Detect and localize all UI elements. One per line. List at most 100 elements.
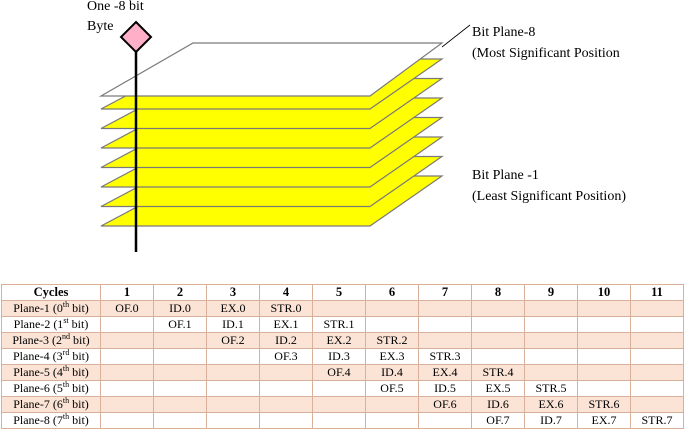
table-cell bbox=[630, 300, 684, 317]
table-cell bbox=[418, 300, 472, 317]
table-cell: OF.3 bbox=[259, 348, 313, 365]
table-cell bbox=[100, 316, 154, 333]
lsb-label-line2: (Least Significant Position) bbox=[472, 189, 626, 204]
table-cell bbox=[312, 300, 366, 317]
table-cell: EX.0 bbox=[206, 300, 260, 317]
table-cell bbox=[100, 380, 154, 397]
plane-row-label: Plane-3 (2nd bit) bbox=[1, 332, 101, 349]
table-cell bbox=[577, 300, 631, 317]
table-cell bbox=[524, 316, 578, 333]
table-cell bbox=[100, 396, 154, 413]
table-cell bbox=[206, 412, 260, 429]
table-cell: EX.2 bbox=[312, 332, 366, 349]
table-cell bbox=[471, 316, 525, 333]
cycle-header-9: 9 bbox=[524, 284, 578, 301]
table-cell: STR.2 bbox=[365, 332, 419, 349]
byte-label-line1: One -8 bit bbox=[87, 0, 144, 14]
cycle-header-1: 1 bbox=[100, 284, 154, 301]
table-cell: OF.4 bbox=[312, 364, 366, 381]
table-cell bbox=[524, 332, 578, 349]
table-cell bbox=[630, 380, 684, 397]
table-cell bbox=[259, 412, 313, 429]
table-cell bbox=[524, 364, 578, 381]
table-cell bbox=[259, 380, 313, 397]
plane-row-label: Plane-1 (0th bit) bbox=[1, 300, 101, 317]
table-cell: EX.3 bbox=[365, 348, 419, 365]
table-cell bbox=[153, 332, 207, 349]
cycles-header: Cycles bbox=[1, 284, 101, 301]
table-cell bbox=[577, 364, 631, 381]
plane-row-label: Plane-4 (3rd bit) bbox=[1, 348, 101, 365]
table-cell bbox=[206, 348, 260, 365]
table-cell bbox=[630, 332, 684, 349]
table-cell: OF.5 bbox=[365, 380, 419, 397]
cycle-header-10: 10 bbox=[577, 284, 631, 301]
cycle-header-8: 8 bbox=[471, 284, 525, 301]
table-cell: ID.0 bbox=[153, 300, 207, 317]
bit-plane-stack-diagram bbox=[98, 20, 471, 252]
cycle-header-2: 2 bbox=[153, 284, 207, 301]
table-cell bbox=[259, 364, 313, 381]
table-cell bbox=[418, 412, 472, 429]
table-cell: ID.6 bbox=[471, 396, 525, 413]
table-cell: STR.5 bbox=[524, 380, 578, 397]
cycle-header-7: 7 bbox=[418, 284, 472, 301]
table-cell bbox=[153, 412, 207, 429]
table-cell bbox=[259, 396, 313, 413]
plane-row-label: Plane-2 (1st bit) bbox=[1, 316, 101, 333]
byte-label-line2: Byte bbox=[87, 19, 114, 34]
msb-pointer bbox=[441, 24, 471, 48]
plane-row-label: Plane-8 (7th bit) bbox=[1, 412, 101, 429]
table-cell: STR.3 bbox=[418, 348, 472, 365]
cycle-header-4: 4 bbox=[259, 284, 313, 301]
msb-label-line1: Bit Plane-8 bbox=[472, 25, 536, 40]
table-cell bbox=[100, 412, 154, 429]
table-cell bbox=[418, 332, 472, 349]
table-cell: STR.0 bbox=[259, 300, 313, 317]
table-cell bbox=[153, 348, 207, 365]
table-cell bbox=[630, 396, 684, 413]
lsb-label-line1: Bit Plane -1 bbox=[472, 168, 539, 183]
table-cell bbox=[100, 364, 154, 381]
cycle-header-6: 6 bbox=[365, 284, 419, 301]
table-cell: EX.7 bbox=[577, 412, 631, 429]
table-cell bbox=[577, 316, 631, 333]
table-cell bbox=[630, 364, 684, 381]
table-cell: ID.2 bbox=[259, 332, 313, 349]
table-cell: OF.6 bbox=[418, 396, 472, 413]
table-cell: EX.1 bbox=[259, 316, 313, 333]
table-cell: STR.6 bbox=[577, 396, 631, 413]
table-cell: STR.1 bbox=[312, 316, 366, 333]
table-cell bbox=[471, 348, 525, 365]
plane-row-label: Plane-5 (4th bit) bbox=[1, 364, 101, 381]
table-cell: STR.7 bbox=[630, 412, 684, 429]
table-cell bbox=[418, 316, 472, 333]
table-cell bbox=[365, 396, 419, 413]
cycle-header-5: 5 bbox=[312, 284, 366, 301]
table-cell: EX.5 bbox=[471, 380, 525, 397]
table-cell bbox=[365, 300, 419, 317]
table-cell: OF.0 bbox=[100, 300, 154, 317]
table-cell bbox=[312, 412, 366, 429]
table-cell bbox=[630, 348, 684, 365]
cycle-header-11: 11 bbox=[630, 284, 684, 301]
table-cell bbox=[312, 380, 366, 397]
table-cell: ID.1 bbox=[206, 316, 260, 333]
table-cell bbox=[100, 332, 154, 349]
table-cell: STR.4 bbox=[471, 364, 525, 381]
table-cell bbox=[365, 316, 419, 333]
table-cell bbox=[471, 332, 525, 349]
table-cell bbox=[365, 412, 419, 429]
table-cell bbox=[312, 396, 366, 413]
bit-plane-8 bbox=[98, 42, 444, 97]
